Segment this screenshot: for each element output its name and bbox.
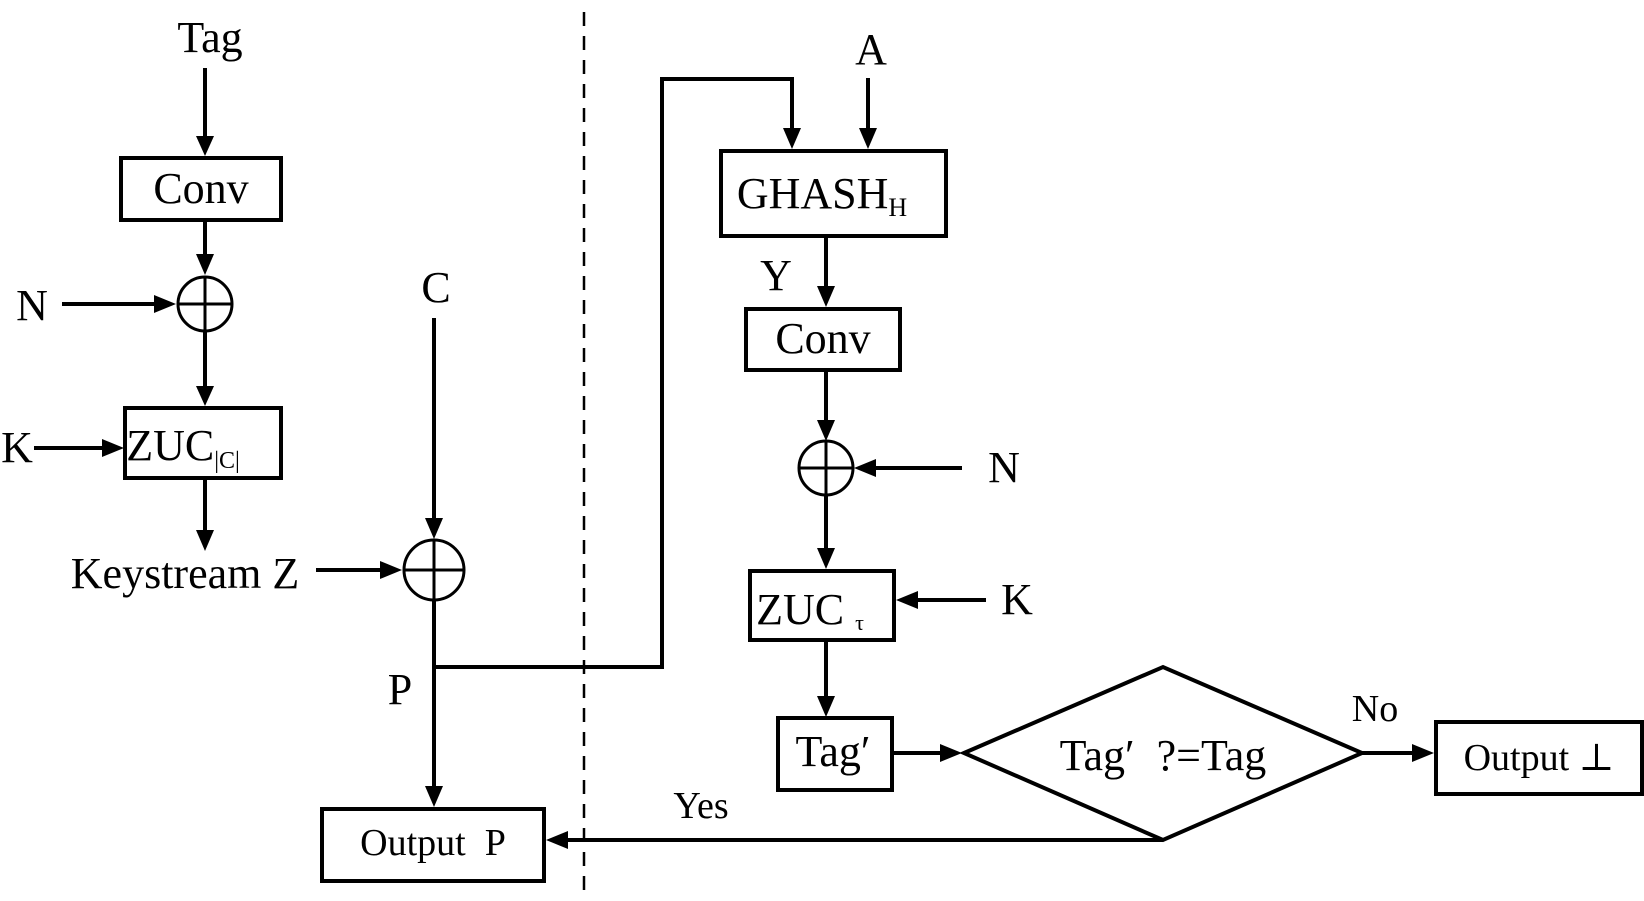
ghash-box: [719, 149, 948, 238]
xor-left-top: [176, 275, 234, 333]
n-input-left-label: N: [16, 281, 48, 330]
no-label: No: [1352, 688, 1398, 730]
tag-prime-box-label: Tag′: [796, 727, 871, 776]
p-label: P: [388, 665, 412, 714]
arrowhead: [817, 286, 835, 307]
wire-p-to-ghash: [434, 77, 794, 669]
arrowhead: [817, 696, 835, 717]
keystream-label: Keystream Z: [71, 549, 299, 598]
arrowhead: [196, 386, 214, 406]
arrowhead: [196, 530, 214, 551]
yes-label: Yes: [673, 785, 728, 827]
n-input-right-label: N: [988, 443, 1020, 492]
arrowhead: [546, 831, 568, 849]
zuc-box-left-subscript: |C|: [214, 448, 240, 474]
output-p-box-label: Output P: [360, 822, 506, 864]
conv-box-right: [744, 307, 902, 372]
arrowhead: [859, 128, 877, 149]
conv-box-left-label: Conv: [153, 164, 248, 213]
arrowhead: [896, 591, 918, 609]
a-input-label: A: [855, 25, 887, 74]
zuc-box-right-subscript: τ: [855, 610, 864, 635]
xor-left-bottom: [402, 538, 466, 602]
xor-right: [797, 439, 855, 497]
arrowhead: [854, 459, 876, 477]
tag-input-label: Tag: [177, 13, 242, 62]
k-input-right-label: K: [1001, 575, 1033, 624]
zuc-box-right: [748, 569, 896, 642]
conv-box-left: [119, 156, 283, 222]
conv-box-right-label: Conv: [775, 314, 870, 363]
arrowhead: [196, 136, 214, 156]
ghash-box-label: GHASHH: [737, 169, 908, 222]
arrowhead: [940, 744, 962, 762]
arrowhead: [425, 786, 443, 807]
arrowhead: [154, 295, 176, 313]
output-bottom-box-label: Output ⊥: [1464, 737, 1615, 779]
arrowhead: [102, 439, 124, 457]
arrowhead: [196, 254, 214, 275]
arrowhead: [380, 561, 402, 579]
zuc-box-left-label: ZUC|C|: [126, 421, 240, 474]
zuc-box-right-label: ZUC τ: [756, 585, 864, 635]
output-bottom-box: [1434, 720, 1644, 796]
arrowhead: [817, 420, 835, 441]
arrowhead: [783, 128, 801, 149]
c-input-label: C: [421, 263, 450, 312]
output-p-box: [320, 807, 546, 883]
arrowhead: [425, 518, 443, 539]
decision-label: Tag′ ?=Tag: [1060, 731, 1267, 780]
arrowhead: [1412, 744, 1434, 762]
ghash-box-subscript: H: [888, 193, 907, 222]
k-input-left-label: K: [1, 423, 33, 472]
arrowhead: [817, 548, 835, 569]
y-label: Y: [760, 251, 792, 300]
